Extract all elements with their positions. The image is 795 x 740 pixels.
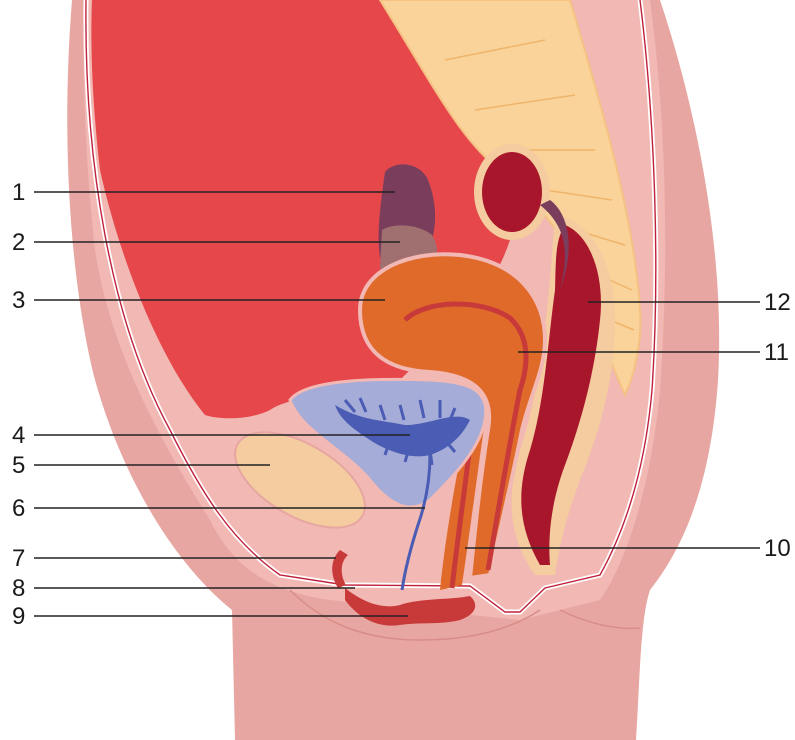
label-5: 5 — [12, 452, 25, 479]
label-10: 10 — [764, 535, 791, 562]
label-2: 2 — [12, 229, 25, 256]
label-8: 8 — [12, 575, 25, 602]
label-4: 4 — [12, 422, 25, 449]
intestine-loop-inner — [482, 152, 542, 232]
label-3: 3 — [12, 287, 25, 314]
label-9: 9 — [12, 603, 25, 630]
label-1: 1 — [12, 179, 25, 206]
label-6: 6 — [12, 495, 25, 522]
label-11: 11 — [764, 339, 789, 366]
label-7: 7 — [12, 545, 25, 572]
label-12: 12 — [764, 289, 791, 316]
